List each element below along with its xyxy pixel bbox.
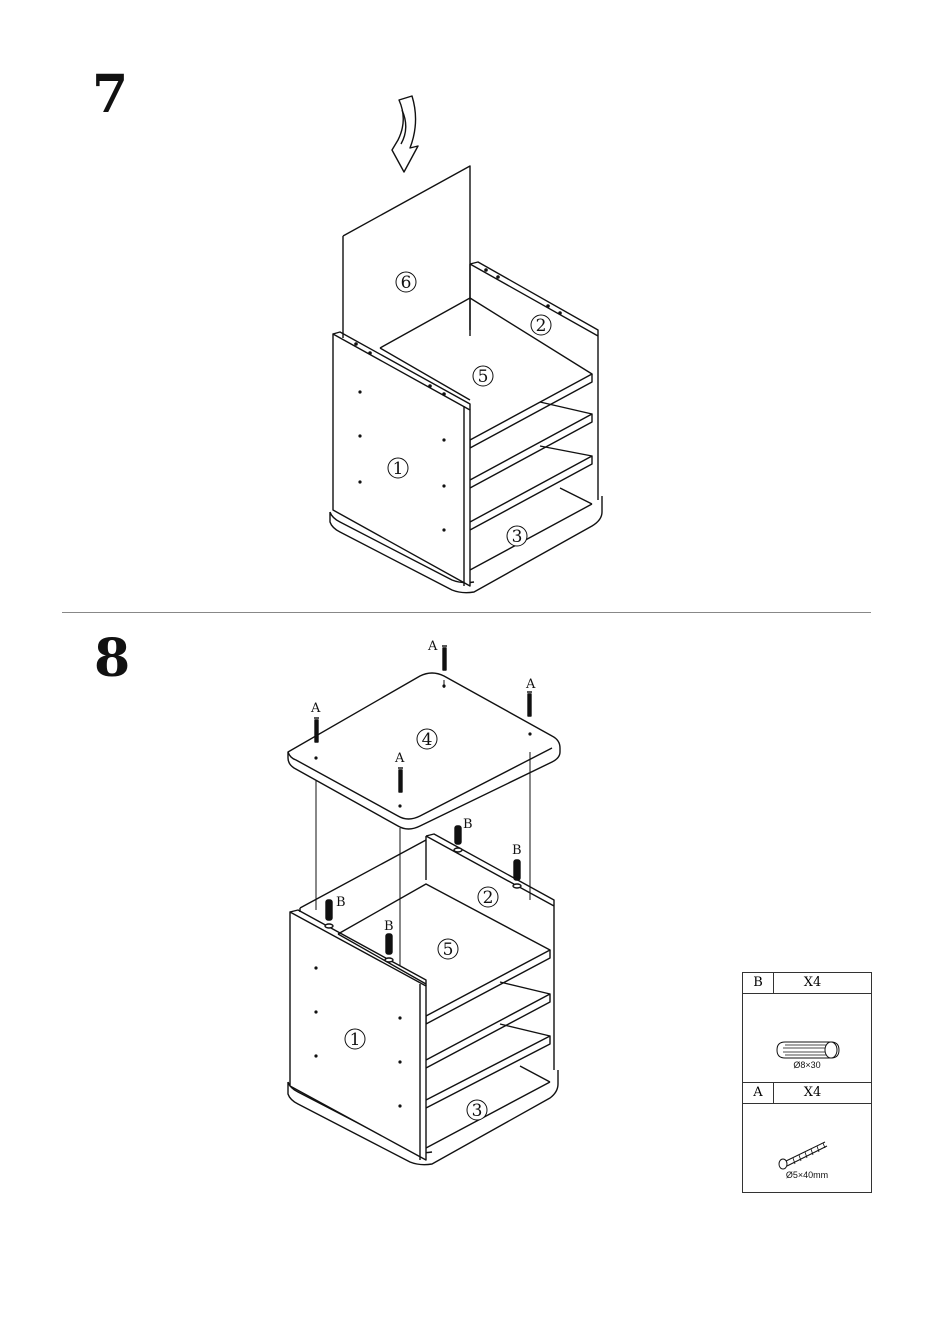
step8-illustration — [288, 646, 560, 1165]
part-6-back — [343, 166, 470, 338]
callout-5-step8: 5 — [443, 940, 454, 960]
label-b: B — [336, 895, 346, 910]
hardware-letter: A — [743, 1083, 774, 1103]
hardware-size: Ø5×40mm — [743, 1170, 871, 1180]
callout-2: 2 — [536, 316, 547, 336]
callout-2-step8: 2 — [483, 888, 494, 908]
part-4-top — [288, 673, 560, 829]
label-b: B — [384, 919, 394, 934]
callout-6: 6 — [401, 273, 412, 293]
hardware-qty: X4 — [774, 973, 871, 993]
hardware-size: Ø8×30 — [743, 1060, 871, 1070]
callout-4: 4 — [422, 730, 433, 750]
callout-3: 3 — [512, 527, 523, 547]
callout-5: 5 — [478, 367, 489, 387]
label-a: A — [427, 639, 438, 654]
hardware-letter: B — [743, 973, 774, 993]
callout-3-step8: 3 — [472, 1101, 483, 1121]
hardware-box-dowel: B X4 Ø8×30 — [742, 972, 872, 1083]
label-a: A — [394, 751, 405, 766]
label-b: B — [463, 817, 473, 832]
label-a: A — [310, 701, 321, 716]
callout-1-step8: 1 — [350, 1030, 361, 1050]
label-b: B — [512, 843, 522, 858]
step7-illustration — [330, 96, 602, 593]
callout-1: 1 — [393, 459, 404, 479]
label-a: A — [525, 677, 536, 692]
hardware-box-screw: A X4 Ø5×40mm — [742, 1082, 872, 1193]
hardware-qty: X4 — [774, 1083, 871, 1103]
